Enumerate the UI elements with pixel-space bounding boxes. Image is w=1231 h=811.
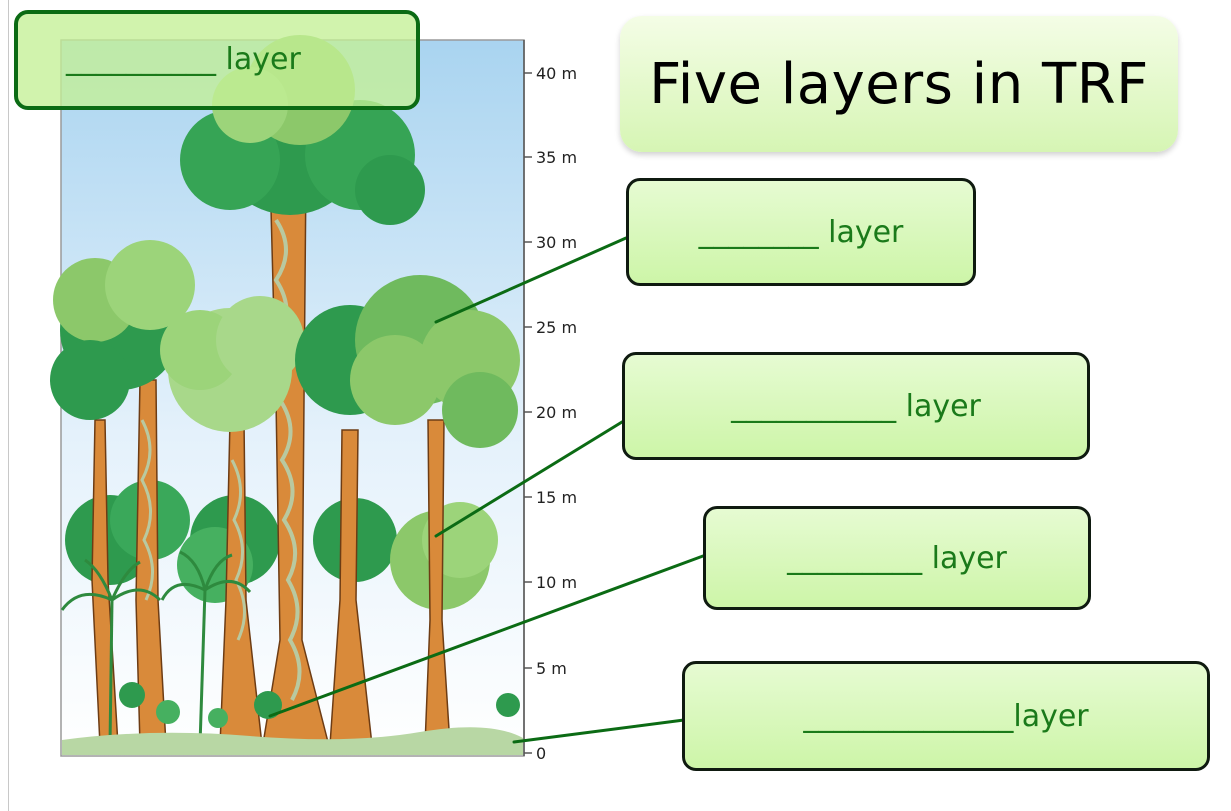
forest-floor xyxy=(62,727,523,755)
label-text-forest-floor: ______________layer xyxy=(803,698,1089,734)
page-title: Five layers in TRF xyxy=(649,51,1149,117)
height-scale: 40 m 35 m 30 m 25 m 20 m 15 m 10 m 5 m 0 xyxy=(523,40,577,763)
leader-line-canopy xyxy=(434,236,628,324)
label-box-understory: ___________ layer xyxy=(622,352,1090,460)
scale-tick-30: 30 m xyxy=(536,233,577,252)
label-box-shrub: _________ layer xyxy=(703,506,1091,610)
label-text-canopy: ________ layer xyxy=(698,214,904,250)
leader-line-floor xyxy=(512,718,686,744)
leader-line-shrub xyxy=(268,554,705,718)
label-text-shrub: _________ layer xyxy=(787,540,1007,576)
shrubs xyxy=(119,682,520,728)
scale-tick-5: 5 m xyxy=(536,659,567,678)
label-box-forest-floor: ______________layer xyxy=(682,661,1210,771)
scale-tick-40: 40 m xyxy=(536,64,577,83)
label-box-canopy: ________ layer xyxy=(626,178,976,286)
title-banner: Five layers in TRF xyxy=(620,16,1178,152)
label-text-understory: ___________ layer xyxy=(731,388,981,424)
page-edge-rule xyxy=(8,0,9,811)
canopy-layer xyxy=(50,240,520,448)
scale-tick-20: 20 m xyxy=(536,403,577,422)
leader-lines xyxy=(268,236,705,744)
label-box-emergent: __________ layer xyxy=(14,10,420,110)
label-text-emergent: __________ layer xyxy=(66,42,301,77)
scale-tick-0: 0 xyxy=(536,744,546,763)
palms xyxy=(60,550,252,746)
scale-tick-35: 35 m xyxy=(536,148,577,167)
scale-tick-10: 10 m xyxy=(536,573,577,592)
leader-line-understory xyxy=(434,420,624,538)
scale-tick-15: 15 m xyxy=(536,488,577,507)
scale-tick-25: 25 m xyxy=(536,318,577,337)
